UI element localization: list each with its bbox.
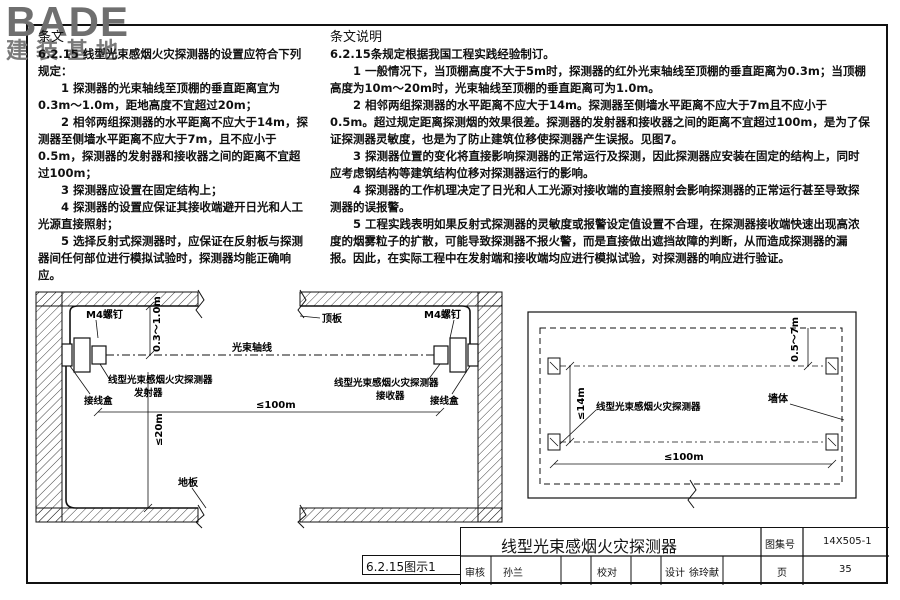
plan-inner-wall bbox=[539, 327, 843, 485]
drawing-frame bbox=[26, 24, 888, 584]
left-conduit bbox=[69, 305, 198, 345]
design-label: 设计 bbox=[665, 568, 685, 579]
title-block: 线型光束感烟火灾探测器 图集号 14X505-1 审核 孙兰 校对 设计 徐玲献… bbox=[460, 527, 889, 585]
explanation-line: 4 探测器的工作机理决定了日光和人工光源对接收端的直接照射会影响探测器的正常运行… bbox=[330, 183, 860, 214]
label-receiver-2: 接收器 bbox=[376, 390, 405, 402]
label-emitter-1: 线型光束感烟火灾探测器 bbox=[108, 374, 213, 386]
receiver-lens bbox=[433, 345, 449, 365]
label-receiver-1: 线型光束感烟火灾探测器 bbox=[334, 377, 439, 389]
plan-label-wall: 墙体 bbox=[768, 392, 789, 405]
provision-line: 1 探测器的光束轴线至顶棚的垂直距离宜为0.3m～1.0m，距地高度不宜超过20… bbox=[38, 81, 281, 112]
receiver-body bbox=[449, 337, 467, 373]
review-label: 审核 bbox=[465, 568, 485, 579]
label-height: ≤20m bbox=[154, 413, 165, 446]
figure-label: 6.2.15图示1 bbox=[362, 555, 460, 575]
plan-label-length: ≤100m bbox=[664, 452, 704, 463]
provision-heading: 条文 bbox=[38, 30, 65, 45]
provision-line: 5 选择反射式探测器时，应保证在反射板与探测器间任何部位进行模拟试验时，探测器均… bbox=[38, 234, 304, 282]
explanation-line: 1 一般情况下，当顶棚高度不大于5m时，探测器的红外光束轴线至顶棚的垂直距离为0… bbox=[330, 64, 866, 95]
page-number: 35 bbox=[839, 564, 852, 575]
floor-slab bbox=[299, 507, 503, 523]
provision-line: 6.2.15 线型光束感烟火灾探测器的设置应符合下列规定： bbox=[38, 47, 302, 78]
label-junction-left: 接线盒 bbox=[84, 395, 113, 407]
explanation-line: 6.2.15条规定根据我国工程实践经验制订。 bbox=[330, 47, 555, 61]
atlas-label: 图集号 bbox=[765, 540, 795, 551]
label-screw-right: M4螺钉 bbox=[424, 308, 461, 321]
label-floor: 地板 bbox=[178, 476, 199, 489]
plan-outline bbox=[527, 311, 857, 499]
provision-line: 3 探测器应设置在固定结构上； bbox=[61, 183, 223, 197]
reviewer-name: 孙兰 bbox=[503, 568, 523, 579]
logo: BADE 建装基地 bbox=[6, 0, 130, 64]
left-junction-box bbox=[61, 343, 73, 367]
provision-column: 条文 6.2.15 线型光束感烟火灾探测器的设置应符合下列规定： 1 探测器的光… bbox=[38, 30, 310, 284]
check-label: 校对 bbox=[597, 568, 617, 579]
title-block-grid bbox=[461, 528, 889, 585]
plan-label-detector: 线型光束感烟火灾探测器 bbox=[596, 401, 701, 413]
emitter-body bbox=[73, 337, 91, 373]
label-length: ≤100m bbox=[256, 400, 296, 411]
provision-line: 2 相邻两组探测器的水平距离不应大于14m，探测器至侧墙水平距离不应大于7m，且… bbox=[38, 115, 308, 180]
label-junction-right: 接线盒 bbox=[430, 395, 459, 407]
plan-label-side: 0.5～7m bbox=[790, 317, 801, 362]
designer-name: 徐玲献 bbox=[689, 568, 719, 579]
label-ceiling: 顶板 bbox=[322, 312, 343, 325]
plan-label-spacing: ≤14m bbox=[576, 387, 587, 420]
left-conduit-down bbox=[65, 350, 198, 509]
explanation-line: 5 工程实践表明如果反射式探测器的灵敏度或报警设定值设置不合理，在探测器接收端快… bbox=[330, 217, 860, 265]
label-emitter-2: 发射器 bbox=[133, 387, 163, 399]
provision-line: 4 探测器的设置应保证其接收端避开日光和人工光源直接照射； bbox=[38, 200, 304, 231]
right-conduit bbox=[300, 305, 471, 345]
logo-text: BADE bbox=[6, 0, 130, 45]
explanation-line: 3 探测器位置的变化将直接影响探测器的正常运行及探测，因此探测器应安装在固定的结… bbox=[330, 149, 860, 180]
explanation-heading: 条文说明 bbox=[330, 30, 383, 45]
explanation-column: 条文说明 6.2.15条规定根据我国工程实践经验制订。 1 一般情况下，当顶棚高… bbox=[330, 30, 870, 267]
right-junction-box bbox=[467, 343, 479, 367]
label-dim-top: 0.3～1.0m bbox=[152, 296, 163, 352]
drawing-title: 线型光束感烟火灾探测器 bbox=[501, 537, 678, 556]
label-screw-left: M4螺钉 bbox=[86, 308, 123, 321]
explanation-line: 2 相邻两组探测器的水平距离不应大于14m。探测器至侧墙水平距离不应大于7m且不… bbox=[330, 98, 870, 146]
logo-subtext: 建装基地 bbox=[6, 39, 127, 64]
page-label: 页 bbox=[777, 568, 787, 579]
atlas-number: 14X505-1 bbox=[823, 536, 872, 547]
label-beam-axis: 光束轴线 bbox=[231, 341, 272, 354]
